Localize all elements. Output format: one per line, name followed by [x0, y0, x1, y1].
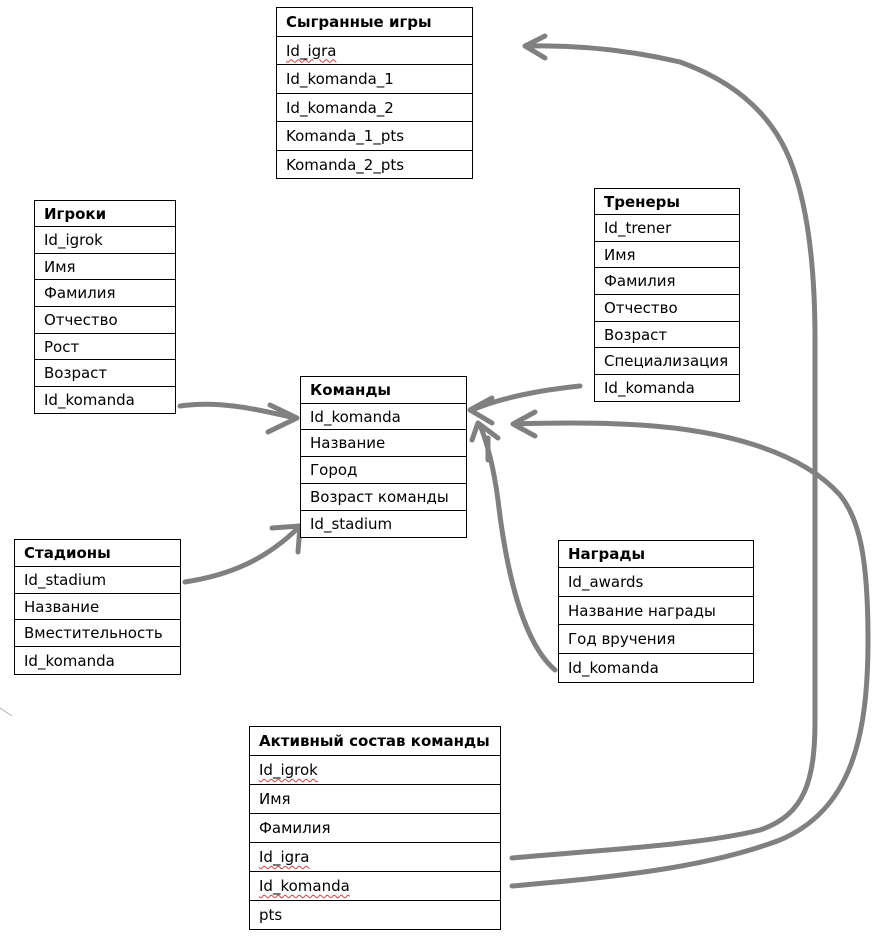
table-coaches-field: Имя — [594, 242, 740, 268]
arrow-players-to-teams — [177, 401, 298, 421]
table-players-field: Имя — [34, 254, 176, 280]
table-coaches-field: Id_trener — [594, 215, 740, 242]
table-awards-field: Id_komanda — [558, 654, 754, 683]
table-games-field: Komanda_1_pts — [276, 122, 473, 151]
table-stadiums-field: Id_stadium — [14, 567, 181, 594]
table-coaches-field: Специализация — [594, 348, 740, 375]
table-coaches-field: Id_komanda — [594, 375, 740, 402]
table-teams: Команды Id_komanda Название Город Возрас… — [300, 376, 467, 538]
table-games-field: Id_igra — [276, 37, 473, 65]
table-teams-field: Id_stadium — [300, 511, 467, 538]
arrowhead-roster-to-games — [522, 33, 548, 61]
table-awards-field: Год вручения — [558, 625, 754, 654]
table-roster-title: Активный состав команды — [249, 726, 501, 756]
arrowhead-coaches-to-teams — [467, 395, 495, 426]
table-games-field: Id_komanda_1 — [276, 65, 473, 94]
table-awards-field: Название награды — [558, 597, 754, 625]
table-roster-field: Id_igra — [249, 843, 501, 872]
table-teams-field: Название — [300, 430, 467, 457]
table-stadiums: Стадионы Id_stadium Название Вместительн… — [14, 539, 181, 675]
table-roster-field: Id_komanda — [249, 872, 501, 901]
table-players-field: Фамилия — [34, 280, 176, 307]
arrow-stadiums-to-teams — [182, 525, 301, 585]
table-stadiums-field: Вместительность — [14, 620, 181, 647]
table-games-field: Id_komanda_2 — [276, 94, 473, 122]
table-roster-field: pts — [249, 901, 501, 930]
table-games: Сыгранные игры Id_igra Id_komanda_1 Id_k… — [276, 7, 473, 179]
arrow-awards-to-teams — [477, 422, 558, 673]
table-roster-field: Имя — [249, 785, 501, 814]
table-players-field: Возраст — [34, 360, 176, 387]
table-awards: Награды Id_awards Название награды Год в… — [558, 540, 754, 683]
table-players-field: Id_igrok — [34, 227, 176, 254]
arrowhead-roster-to-teams — [510, 409, 538, 439]
arrow-roster-to-games — [509, 43, 818, 861]
table-stadiums-field: Название — [14, 594, 181, 620]
table-teams-title: Команды — [300, 376, 467, 404]
table-coaches-field: Отчество — [594, 295, 740, 322]
table-coaches-field: Фамилия — [594, 268, 740, 295]
table-roster-field: Фамилия — [249, 814, 501, 843]
arrow-roster-to-teams — [509, 420, 871, 889]
table-roster: Активный состав команды Id_igrok Имя Фам… — [249, 726, 501, 930]
table-teams-field: Id_komanda — [300, 404, 467, 430]
table-stadiums-field: Id_komanda — [14, 647, 181, 675]
table-awards-field: Id_awards — [558, 568, 754, 597]
table-games-field: Komanda_2_pts — [276, 151, 473, 179]
table-players: Игроки Id_igrok Имя Фамилия Отчество Рос… — [34, 200, 176, 414]
table-coaches-title: Тренеры — [594, 188, 740, 215]
table-players-title: Игроки — [34, 200, 176, 227]
table-games-title: Сыгранные игры — [276, 7, 473, 37]
arrowhead-awards-to-teams — [469, 420, 501, 443]
table-teams-field: Город — [300, 457, 467, 484]
table-players-field: Рост — [34, 334, 176, 360]
table-players-field: Отчество — [34, 307, 176, 334]
table-stadiums-title: Стадионы — [14, 539, 181, 567]
arrowhead-players-to-teams — [265, 402, 300, 435]
table-teams-field: Возраст команды — [300, 484, 467, 511]
table-coaches: Тренеры Id_trener Имя Фамилия Отчество В… — [594, 188, 740, 402]
table-awards-title: Награды — [558, 540, 754, 568]
table-players-field: Id_komanda — [34, 387, 176, 414]
table-coaches-field: Возраст — [594, 322, 740, 348]
table-roster-field: Id_igrok — [249, 756, 501, 785]
